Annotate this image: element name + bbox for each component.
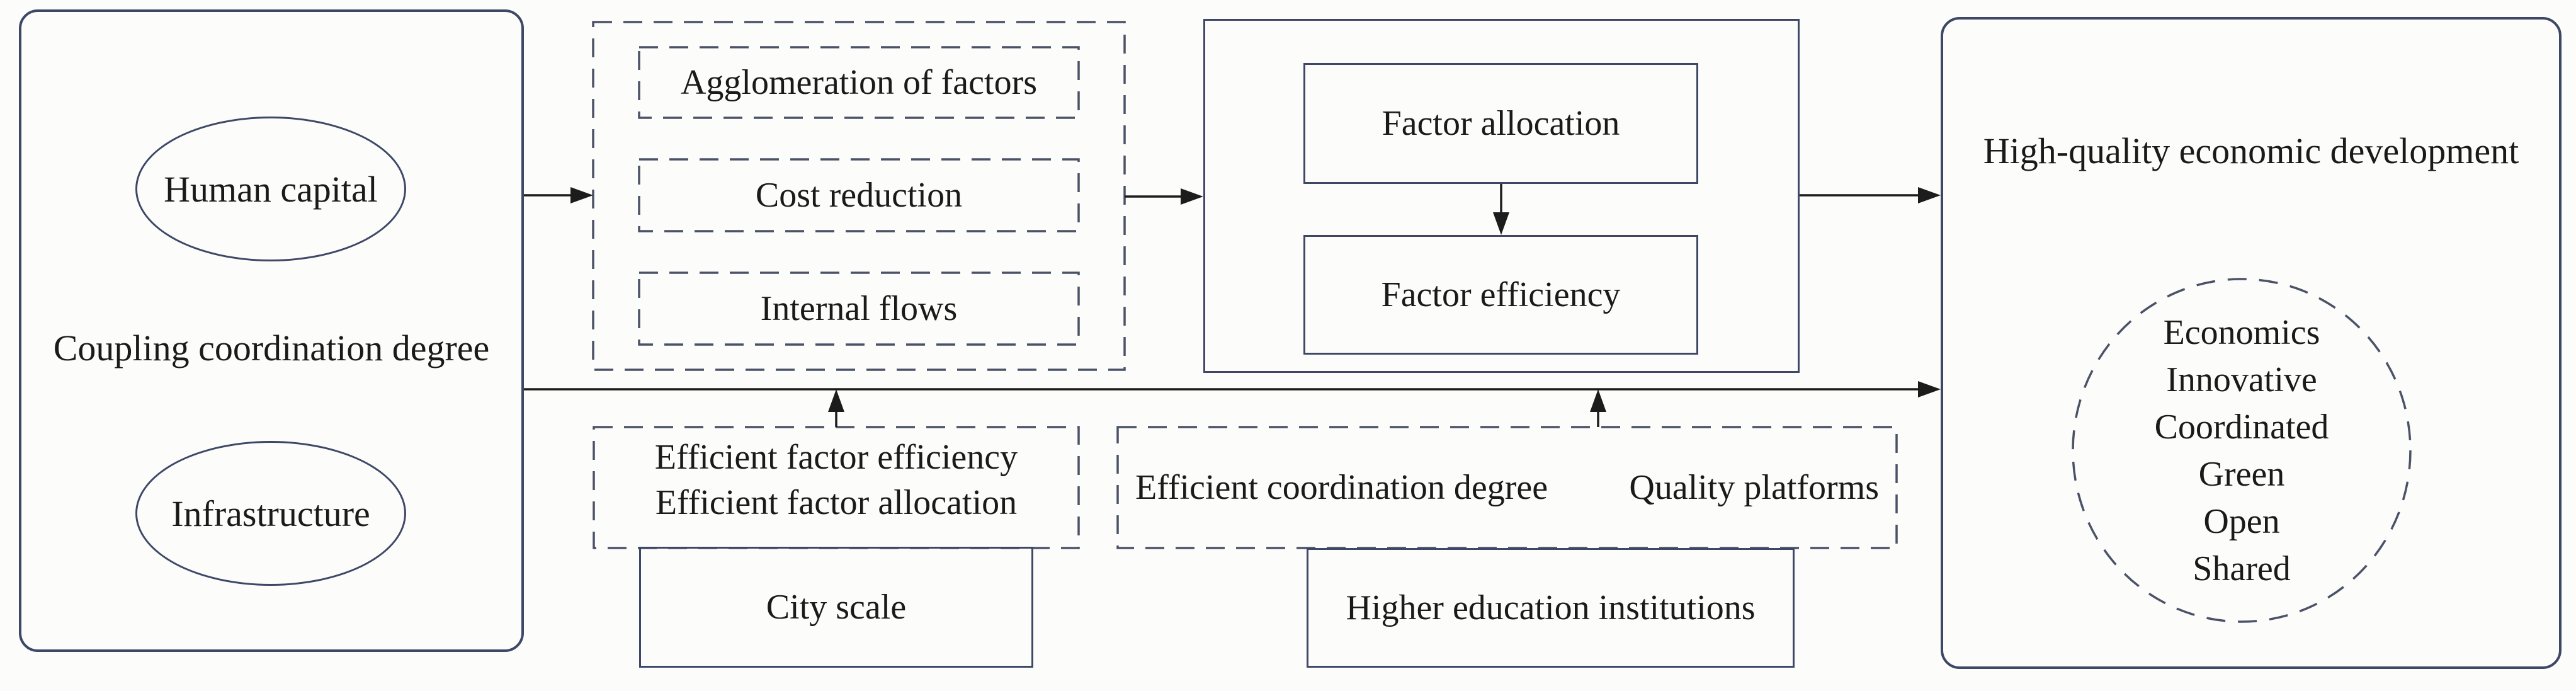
dimension-economics: Economics — [2163, 312, 2320, 352]
factor-allocation-label: Factor allocation — [1382, 104, 1620, 143]
quality-platforms-label: Quality platforms — [1629, 468, 1879, 507]
efficient-coordination-dashed-box — [1116, 426, 1898, 549]
cost-reduction-label: Cost reduction — [755, 176, 963, 215]
human-capital-label: Human capital — [164, 168, 378, 210]
efficient-factor-allocation-label: Efficient factor allocation — [655, 483, 1018, 522]
city-scale-box — [639, 547, 1033, 668]
dimension-coordinated: Coordinated — [2154, 407, 2329, 447]
development-dimension-list: Economics Innovative Coordinated Green O… — [2053, 309, 2431, 592]
higher-education-box — [1307, 548, 1795, 668]
human-capital-ellipse: Human capital — [135, 117, 406, 261]
city-scale-label: City scale — [766, 588, 907, 627]
factor-efficiency-label: Factor efficiency — [1381, 275, 1621, 314]
arrowhead-right-icon — [1918, 187, 1941, 203]
higher-education-label: Higher education institutions — [1346, 588, 1756, 627]
dimension-innovative: Innovative — [2166, 360, 2317, 399]
arrowhead-up-icon — [1590, 389, 1606, 412]
dimension-open: Open — [2203, 501, 2280, 541]
internal-flows-dashed-box — [638, 271, 1080, 346]
coupling-panel — [19, 9, 524, 652]
arrowhead-up-icon — [828, 389, 844, 412]
dimension-green: Green — [2198, 454, 2285, 494]
dimension-shared: Shared — [2193, 549, 2291, 588]
internal-flows-label: Internal flows — [760, 289, 958, 328]
development-dimensions-dashed-ellipse — [2072, 278, 2412, 623]
factor-group-box — [1203, 19, 1800, 373]
arrowhead-right-icon — [1181, 188, 1203, 205]
arrowhead-right-icon — [1918, 381, 1941, 397]
efficient-coordination-degree-label: Efficient coordination degree — [1135, 468, 1548, 507]
coupling-degree-label: Coupling coordination degree — [53, 327, 490, 368]
outcome-title: High-quality economic development — [1983, 130, 2519, 171]
arrowhead-right-icon — [570, 187, 593, 203]
efficient-factor-labels: Efficient factor efficiency Efficient fa… — [594, 435, 1079, 525]
efficient-factor-efficiency-label: Efficient factor efficiency — [654, 438, 1018, 477]
outcome-panel — [1941, 17, 2562, 669]
arrowhead-down-icon — [1493, 212, 1509, 235]
agglomeration-dashed-box — [638, 46, 1080, 119]
efficient-coordination-labels: Efficient coordination degree Quality pl… — [1118, 427, 1897, 548]
infrastructure-label: Infrastructure — [171, 493, 370, 534]
cost-reduction-dashed-box — [638, 158, 1080, 232]
agglomeration-label: Agglomeration of factors — [680, 63, 1038, 102]
factor-efficiency-box — [1303, 235, 1698, 355]
infrastructure-ellipse: Infrastructure — [135, 441, 406, 586]
factor-allocation-box — [1303, 63, 1698, 184]
